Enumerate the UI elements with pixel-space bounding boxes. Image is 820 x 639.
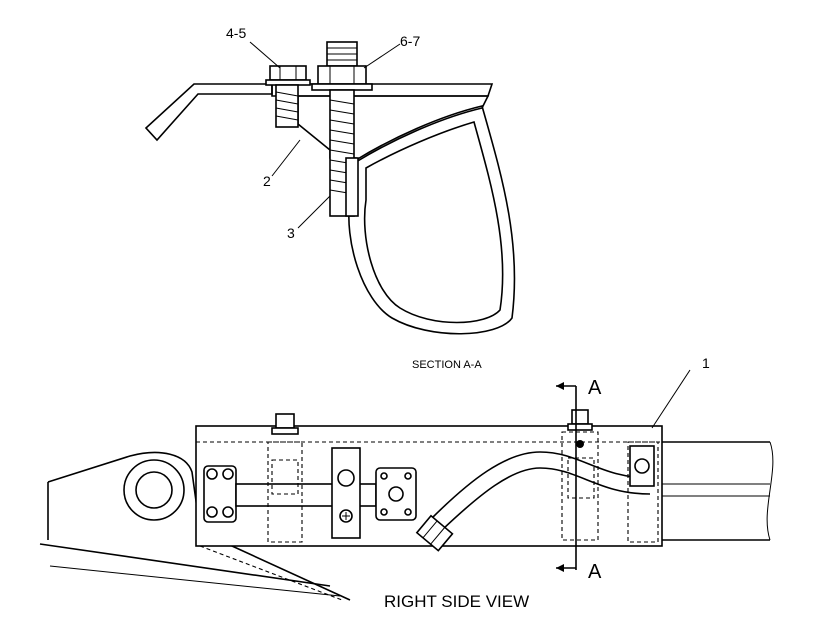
bolt-top-left xyxy=(275,413,295,429)
bolt-6-7 xyxy=(311,41,373,217)
clamp-outline-far-right xyxy=(627,441,659,543)
callout-6-7: 6-7 xyxy=(400,33,420,49)
tube-break xyxy=(766,441,774,541)
leader-3 xyxy=(297,195,331,229)
washer-top-right xyxy=(567,423,593,431)
frame-lower-edge-2 xyxy=(49,565,341,597)
section-a-a-drawing: 4-5 6-7 2 3 xyxy=(144,25,516,335)
clamp-bolt-far-right xyxy=(634,458,650,474)
washer-top-left xyxy=(271,427,299,435)
view-title: RIGHT SIDE VIEW xyxy=(384,592,529,611)
pipe-inner xyxy=(363,121,504,324)
leader-4-5 xyxy=(249,41,281,69)
leader-2 xyxy=(271,139,301,177)
middle-bolt xyxy=(337,469,355,487)
leader-1 xyxy=(651,369,691,429)
clamp-inner-left xyxy=(271,459,299,495)
fitting-port xyxy=(388,486,404,502)
right-side-view-drawing xyxy=(39,369,774,601)
bolt-head xyxy=(222,506,234,518)
clamp-outline-right xyxy=(561,431,599,541)
hose-fitting xyxy=(415,514,454,552)
bolt-4-5 xyxy=(265,65,311,128)
callout-4-5: 4-5 xyxy=(226,25,246,41)
middle-clamp xyxy=(331,447,361,539)
clamp-inner-right xyxy=(567,457,595,499)
pivot-hole xyxy=(135,471,173,509)
callout-2: 2 xyxy=(263,173,271,189)
bracket-arm xyxy=(144,83,273,142)
section-marker-bottom: A xyxy=(588,561,602,583)
bolt-center xyxy=(576,440,584,448)
section-marker-top: A xyxy=(588,377,602,399)
hose-upper xyxy=(429,451,651,521)
callout-3: 3 xyxy=(287,225,295,241)
top-plate xyxy=(271,83,494,97)
bolt-head xyxy=(206,506,218,518)
bolt-head xyxy=(222,468,234,480)
pipe-outer-wall xyxy=(348,105,516,335)
hose-lower xyxy=(441,467,651,531)
frame-lower-edge xyxy=(39,543,331,587)
bolt-head xyxy=(206,468,218,480)
clamp-outline-left xyxy=(267,441,303,543)
frame-hidden-edge xyxy=(199,545,343,601)
bolt-top-right xyxy=(571,409,589,425)
section-title: SECTION A-A xyxy=(412,359,482,371)
callout-1: 1 xyxy=(702,355,710,371)
leader-6-7 xyxy=(363,43,401,69)
